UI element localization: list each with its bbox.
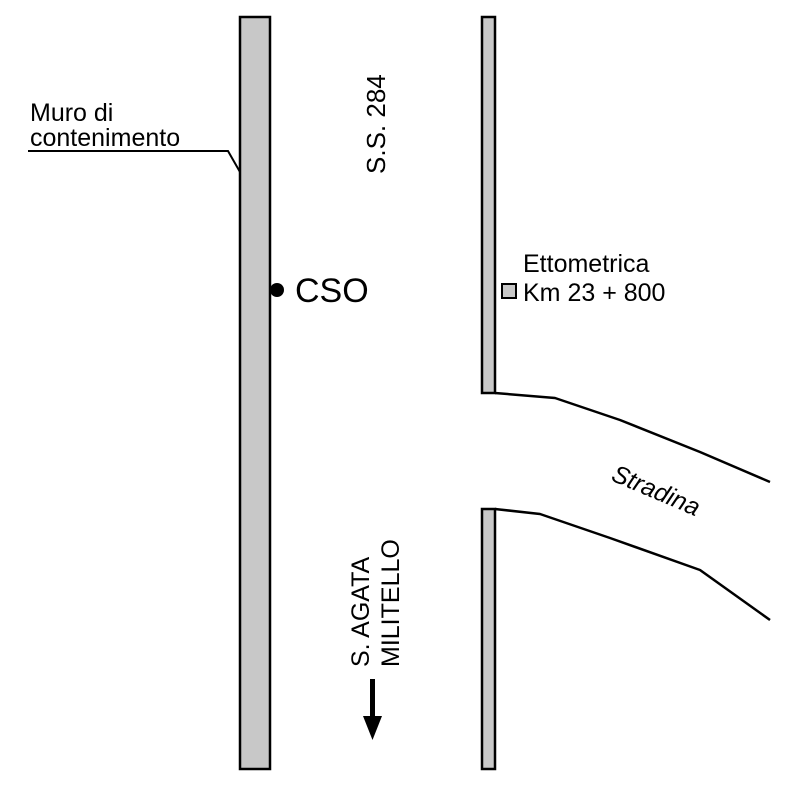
wall-label-line1: Muro di xyxy=(30,99,113,127)
road-edge-wall-upper xyxy=(480,15,497,395)
retaining-wall xyxy=(238,15,272,771)
marker-label-line1: Ettometrica xyxy=(523,250,650,278)
marker-square-icon xyxy=(501,283,517,299)
road-label: S.S. 284 xyxy=(361,74,391,174)
arrow-down-icon xyxy=(363,679,382,740)
station-label: CSO xyxy=(295,272,369,310)
marker-label-line2: Km 23 + 800 xyxy=(523,279,665,307)
side-road-upper-edge xyxy=(494,391,771,484)
side-road-lower-edge xyxy=(494,507,771,622)
direction-label-line2: MILITELLO xyxy=(377,539,405,667)
wall-label-line2: contenimento xyxy=(30,124,180,152)
wall-leader-line xyxy=(28,150,241,173)
road-edge-wall-lower xyxy=(480,507,497,771)
side-road-label: Stradina xyxy=(608,460,705,522)
direction-label-line1: S. AGATA xyxy=(347,556,375,667)
station-point-icon xyxy=(270,283,284,297)
